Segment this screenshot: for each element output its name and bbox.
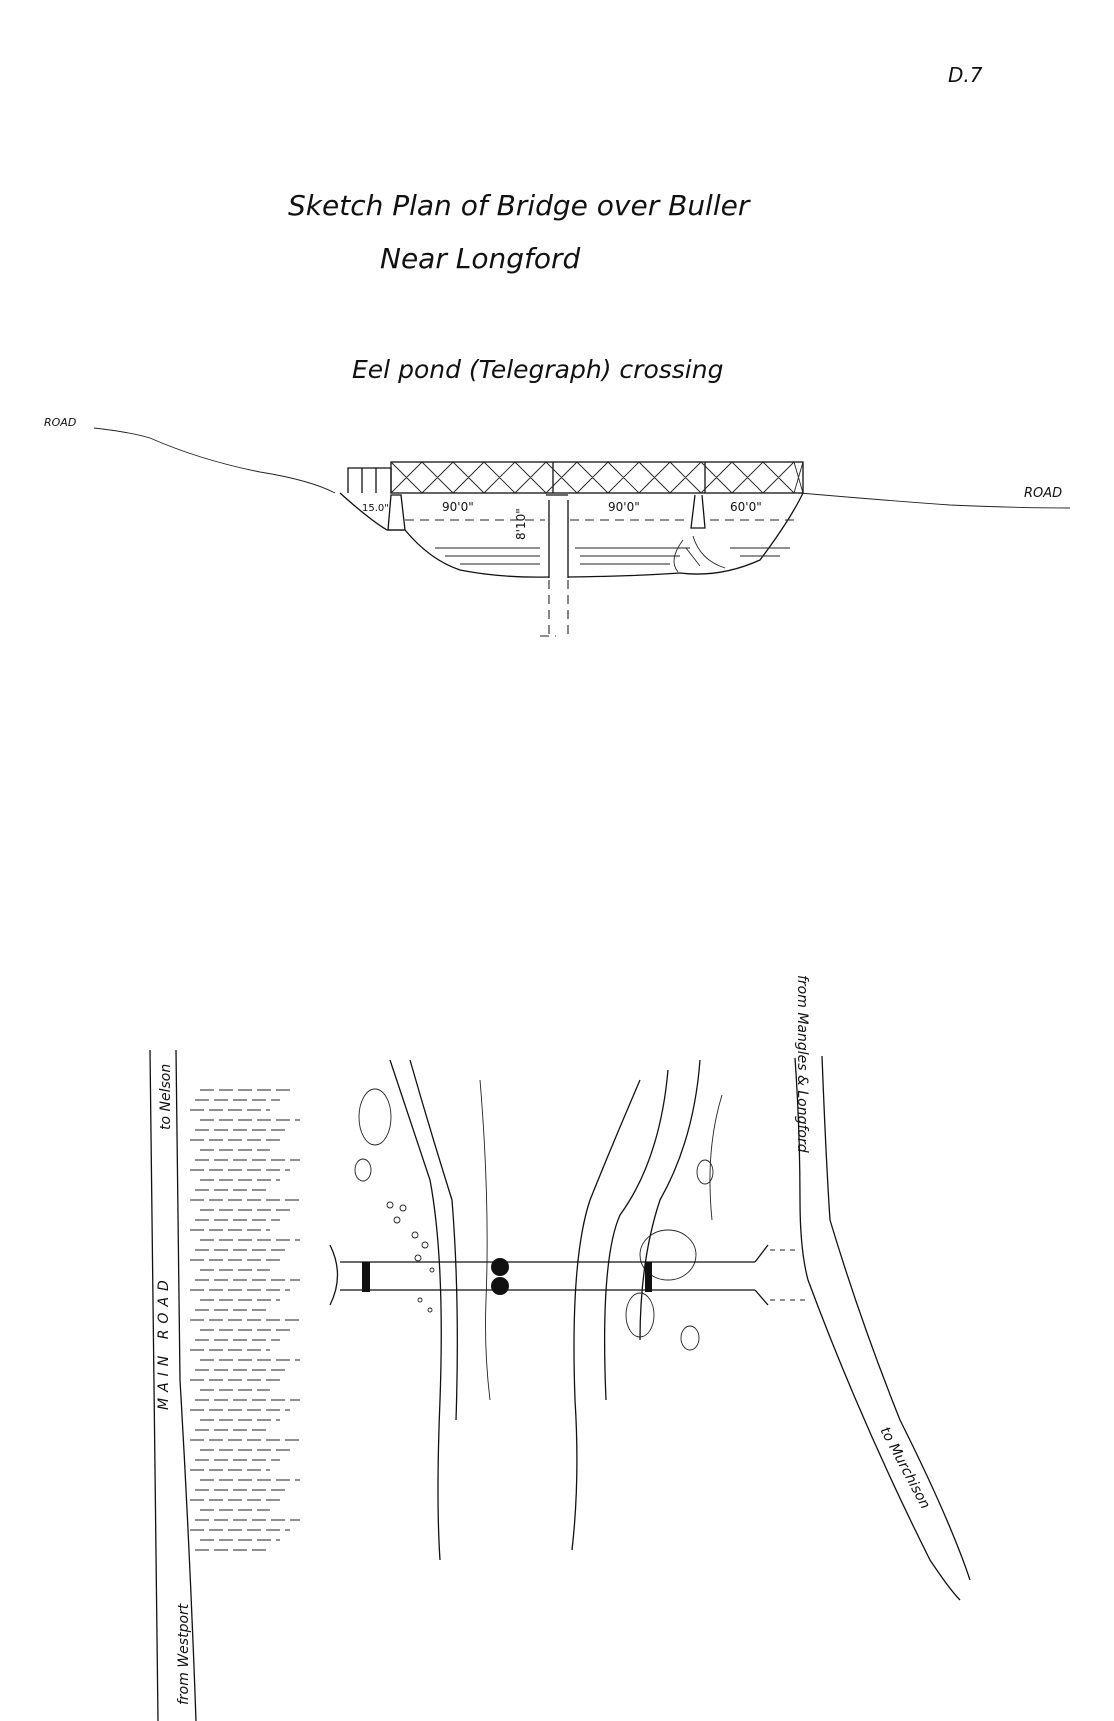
- main-road-label: MAIN ROAD: [156, 1274, 172, 1410]
- subtitle: Eel pond (Telegraph) crossing: [352, 355, 723, 384]
- to-nelson-label: to Nelson: [158, 1064, 174, 1130]
- span-label-1: 15.0": [362, 503, 389, 514]
- to-murchison-label: to Murchison: [876, 1424, 933, 1511]
- span-label-4: 60'0": [730, 500, 762, 514]
- span-label-2: 90'0": [442, 500, 474, 514]
- bridge-plan: to Nelson MAIN ROAD from Westport from M…: [149, 975, 971, 1721]
- road-label-right: ROAD: [1024, 486, 1062, 501]
- page-label: D.7: [948, 63, 983, 87]
- road-label-left: ROAD: [44, 416, 76, 429]
- from-westport-label: from Westport: [176, 1603, 192, 1705]
- bridge-elevation: ROAD ROAD 15.0" 90'0" 90'0" 60'0" 8'10": [44, 416, 1071, 637]
- clearance-label: 8'10": [514, 508, 528, 540]
- from-mangles-label: from Mangles & Longford: [794, 975, 810, 1153]
- bridge-deck: [340, 1261, 755, 1291]
- span-label-3: 90'0": [608, 500, 640, 514]
- truss: [390, 461, 804, 494]
- title-line-1: Sketch Plan of Bridge over Buller: [288, 189, 751, 222]
- title-line-2: Near Longford: [380, 242, 580, 275]
